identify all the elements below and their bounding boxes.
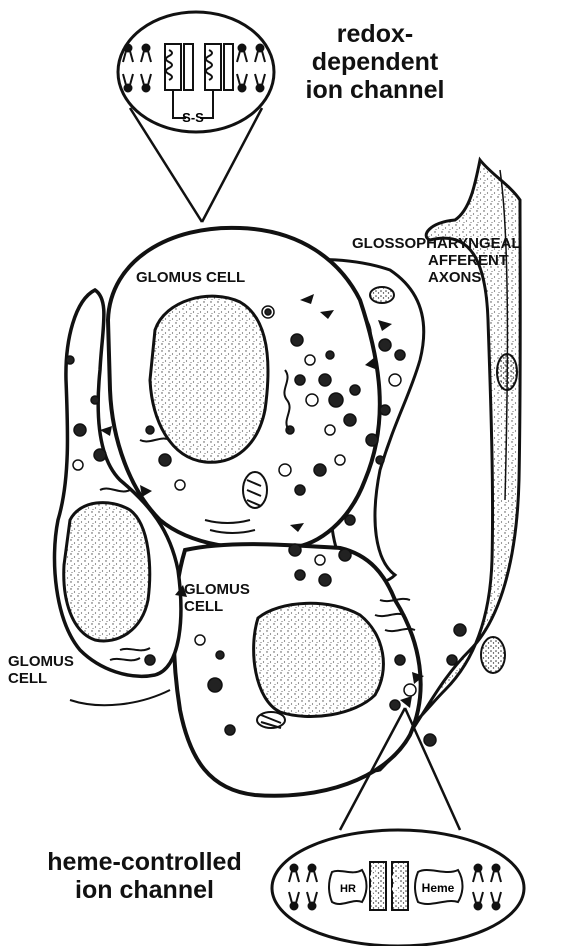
nucleus-left [64,503,150,641]
glomus-left-line-1: GLOMUS [8,654,74,671]
disulfide-bridge-label: S-S [182,110,204,125]
redox-channel-label: redox- dependent ion channel [285,20,465,104]
glomus-middle-line-1: GLOMUS [184,582,250,599]
redox-label-line-2: dependent [285,48,465,76]
nucleus-middle [254,603,384,716]
glossopharyngeal-label: GLOSSOPHARYNGEAL AFFERENT AXONS [352,236,521,286]
glomus-middle-line-2: CELL [184,599,250,616]
glomus-cell-top-label: GLOMUS CELL [136,270,245,287]
glomus-cell-middle-label: GLOMUS CELL [184,582,250,616]
glosso-line-1: GLOSSOPHARYNGEAL [352,236,521,253]
redox-label-line-1: redox- [285,20,465,48]
heme-label-line-1: heme-controlled [22,848,267,876]
glosso-line-3: AXONS [352,270,521,287]
svg-text:Heme: Heme [422,881,455,895]
redox-channel-inset: S-S [118,12,274,222]
nucleus-top [150,296,268,462]
heme-channel-label: heme-controlled ion channel [22,848,267,904]
glomus-left-line-2: CELL [8,671,74,688]
svg-text:HR: HR [340,883,356,895]
heme-inset-pointer-right [405,708,460,830]
glosso-line-2: AFFERENT [352,253,521,270]
axon-mitochondrion [497,354,517,390]
glomus-cell-left-label: GLOMUS CELL [8,654,74,688]
heme-label-line-2: ion channel [22,876,267,904]
redox-label-line-3: ion channel [285,76,465,104]
